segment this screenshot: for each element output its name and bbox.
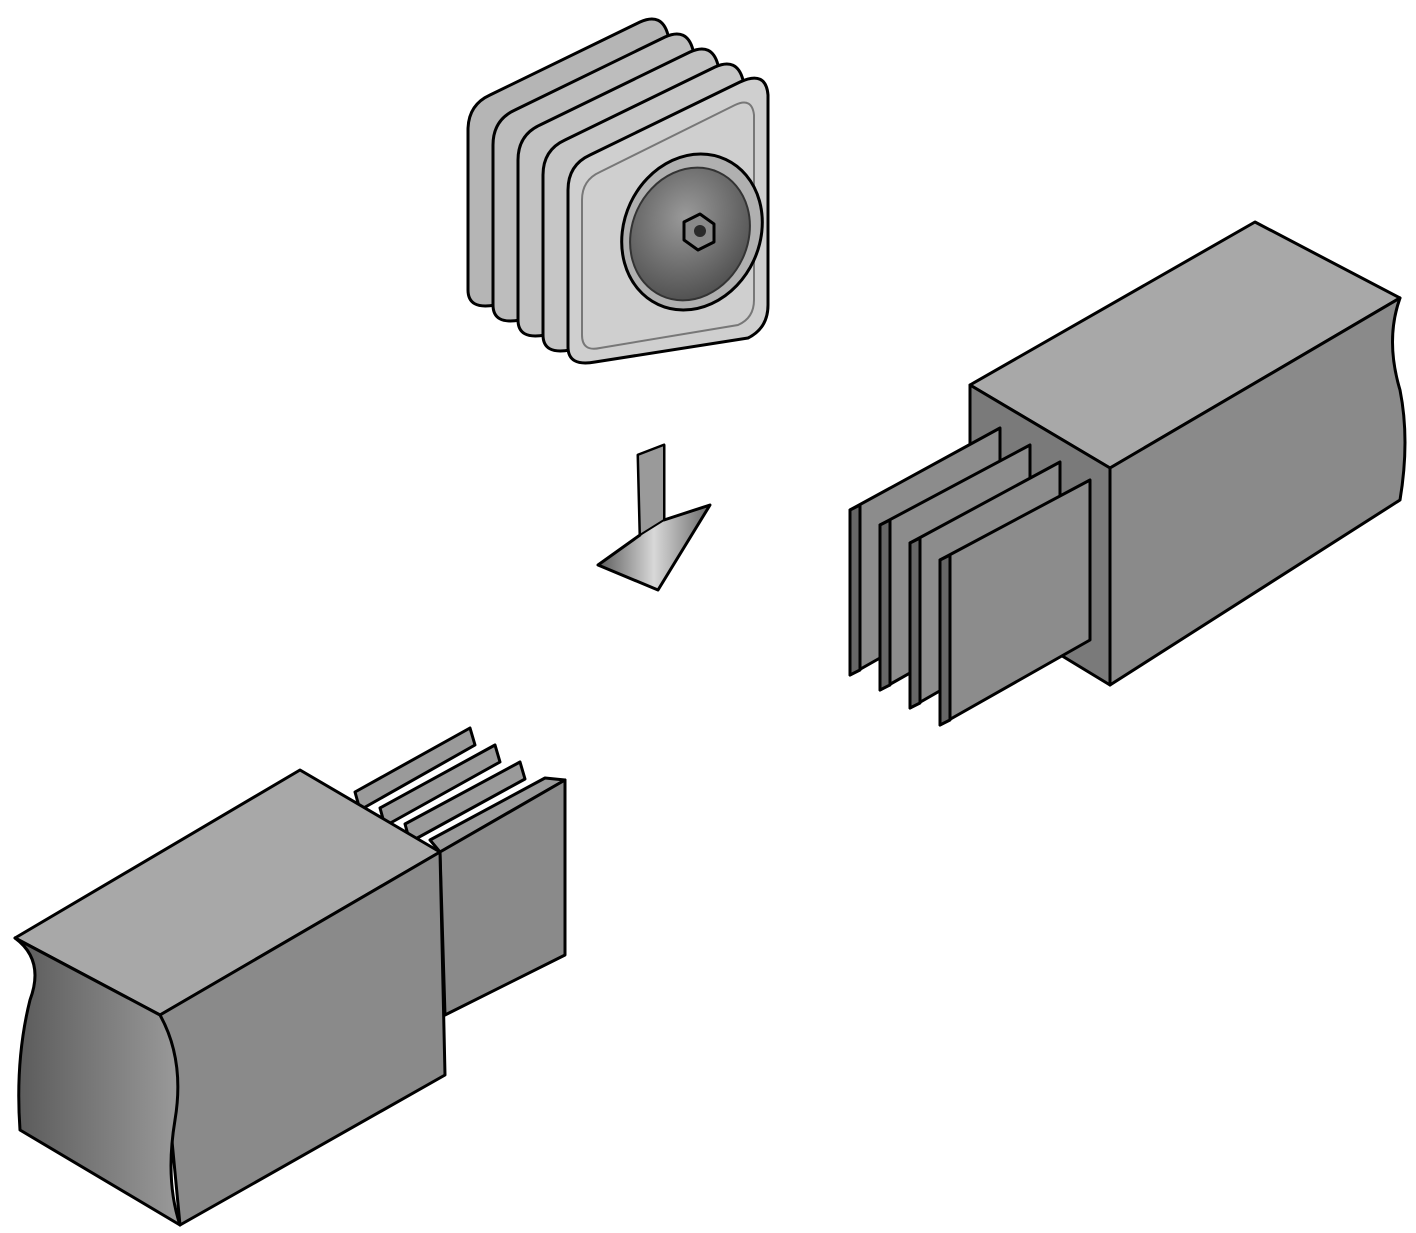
bus-plates xyxy=(848,426,1092,727)
busway-section-right xyxy=(848,220,1407,727)
joint-pack xyxy=(466,17,770,365)
housing-end-face xyxy=(13,936,182,1227)
busway-section-left xyxy=(13,726,567,1227)
bus-plates xyxy=(353,726,567,1017)
housing-side-face xyxy=(1108,296,1407,687)
insert-arrow-icon xyxy=(596,443,712,592)
housing-side-face xyxy=(158,850,447,1227)
bolt-nut-icon xyxy=(682,212,716,252)
